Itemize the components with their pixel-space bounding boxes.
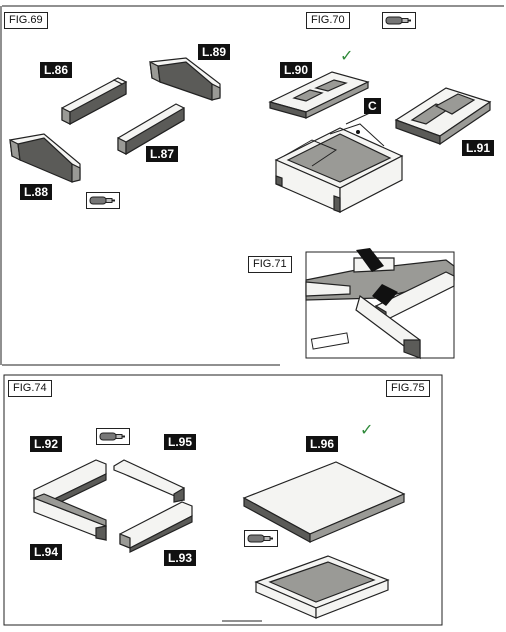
open-box-drawing xyxy=(254,555,390,619)
part-label-l86: L.86 xyxy=(40,62,73,78)
part-label-l89: L.89 xyxy=(198,44,231,60)
glue-bottle-icon xyxy=(86,192,120,209)
part-l96-drawing xyxy=(242,461,406,544)
figure-label-74: FIG.74 xyxy=(8,380,52,397)
part-label-l88: L.88 xyxy=(20,184,53,200)
part-label-l87: L.87 xyxy=(146,146,179,162)
figure-label-71: FIG.71 xyxy=(248,256,292,273)
glue-bottle-icon xyxy=(244,530,278,547)
checkmark-annotation: ✓ xyxy=(340,46,354,65)
part-label-l94: L.94 xyxy=(30,544,63,560)
arrow-icon xyxy=(372,284,398,306)
part-label-l91: L.91 xyxy=(462,140,495,156)
glue-bottle-icon xyxy=(96,428,130,445)
part-label-l90: L.90 xyxy=(280,62,313,78)
part-l87-drawing xyxy=(117,103,185,156)
part-l91-drawing xyxy=(394,87,492,146)
part-l86-drawing xyxy=(61,77,128,126)
fig71-detail-drawing xyxy=(305,248,455,360)
checkmark-annotation: ✓ xyxy=(360,420,374,439)
callout-c: C xyxy=(364,98,381,114)
part-label-l96: L.96 xyxy=(306,436,339,452)
part-l92-l94-drawing xyxy=(32,459,107,541)
figure-label-69: FIG.69 xyxy=(4,12,48,29)
arrow-icon xyxy=(356,248,384,272)
house-base-drawing xyxy=(274,111,404,213)
part-label-l93: L.93 xyxy=(164,550,197,566)
lower-frame xyxy=(3,374,443,626)
part-l95-l93-drawing xyxy=(113,459,193,553)
part-l88-drawing xyxy=(9,133,81,183)
figure-label-75: FIG.75 xyxy=(386,380,430,397)
part-l90-drawing xyxy=(268,71,370,119)
part-label-l92: L.92 xyxy=(30,436,63,452)
part-label-l95: L.95 xyxy=(164,434,197,450)
glue-bottle-icon xyxy=(382,12,416,29)
part-l89-drawing xyxy=(149,57,221,101)
figure-label-70: FIG.70 xyxy=(306,12,350,29)
